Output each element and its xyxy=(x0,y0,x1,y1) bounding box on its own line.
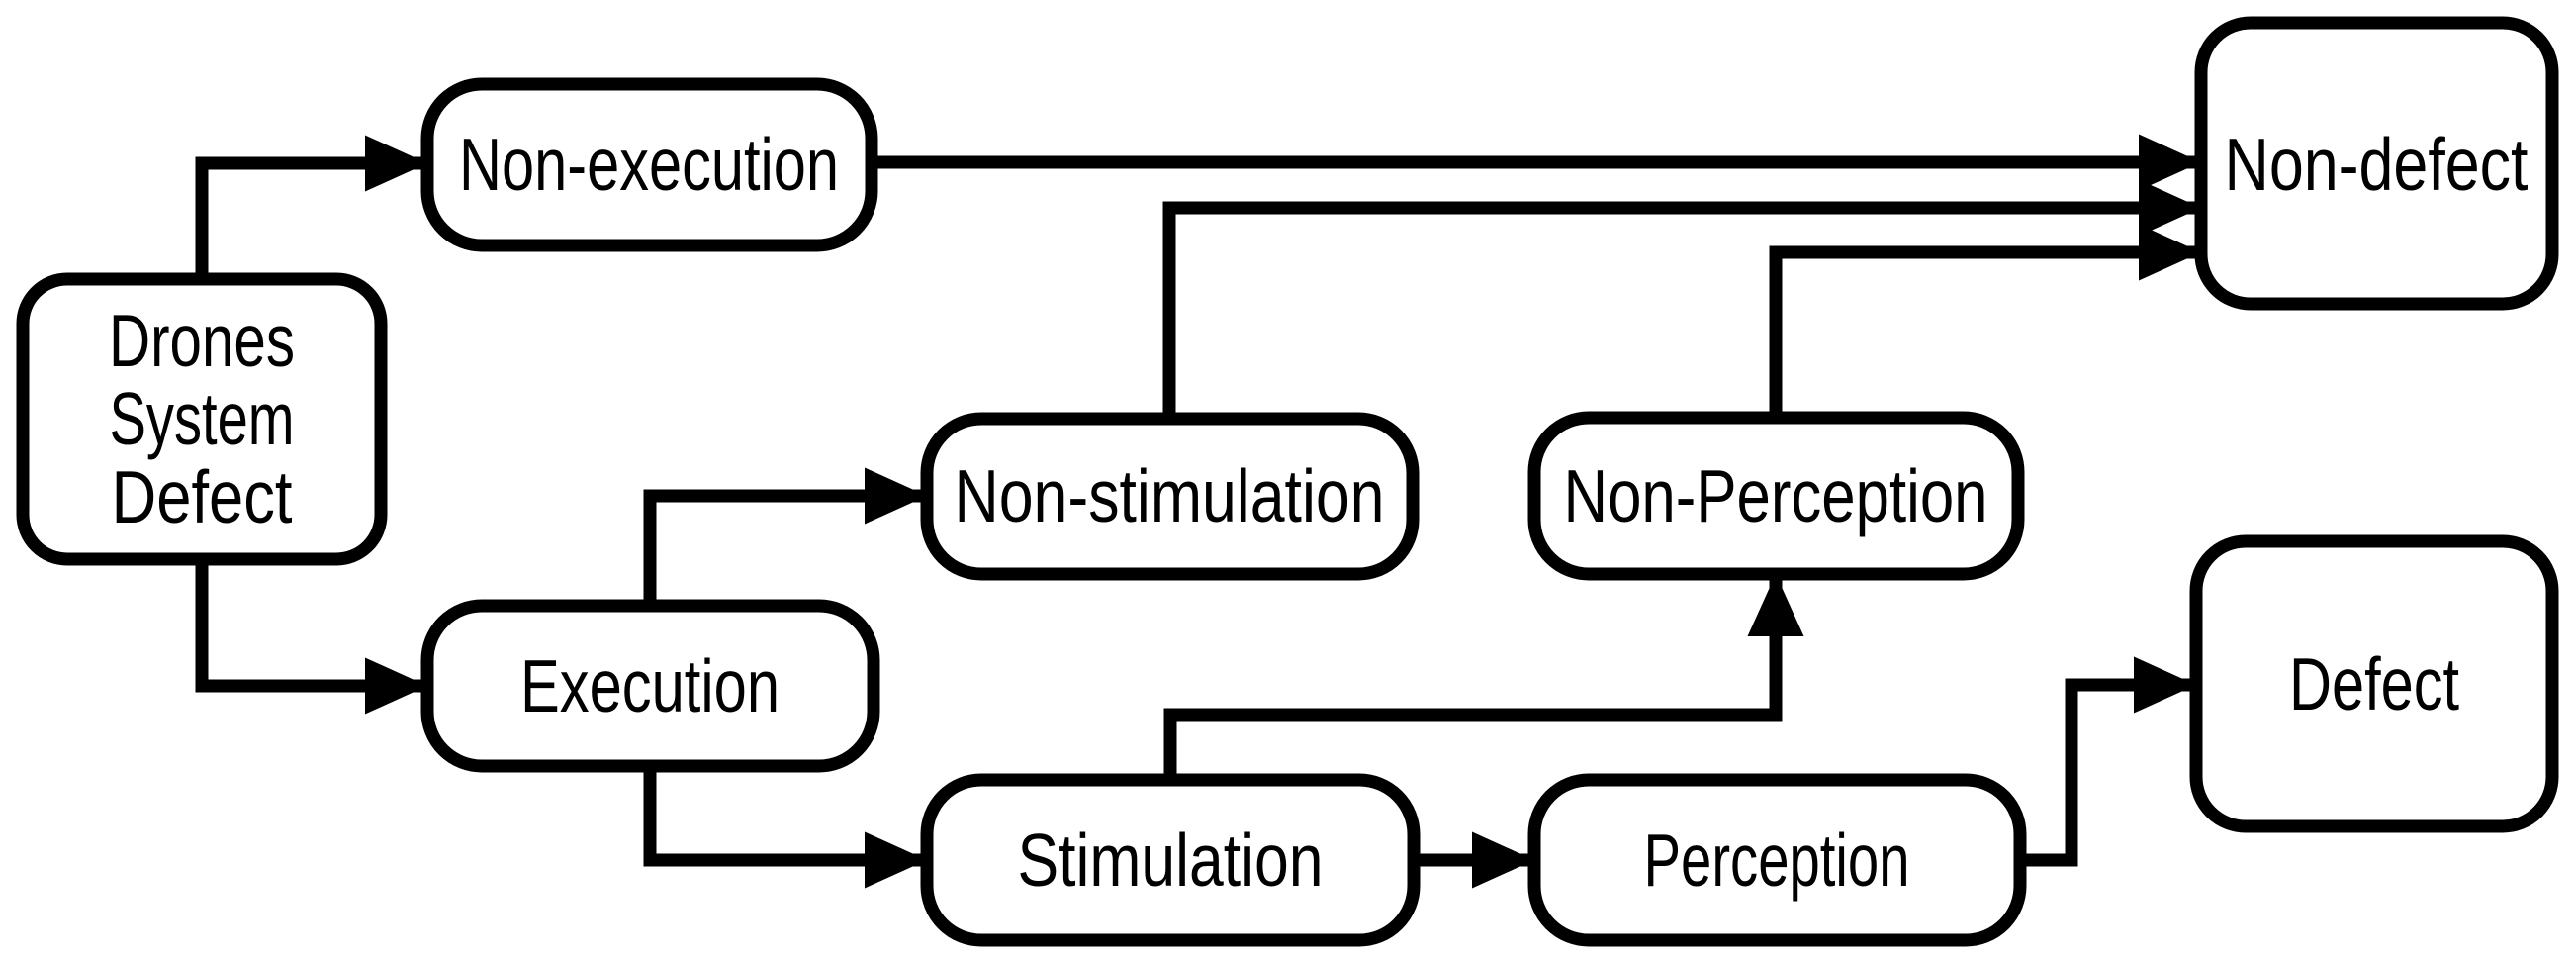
node-stimulation: Stimulation xyxy=(920,773,1421,947)
edge-non-stimulation-to-non-defect xyxy=(1162,179,2201,419)
node-drones-system-defect-label-line3: Defect xyxy=(112,455,293,538)
node-drones-system-defect-label-line1: Drones xyxy=(109,299,295,382)
node-non-defect-label: Non-defect xyxy=(2225,123,2529,206)
node-execution: Execution xyxy=(420,599,880,773)
edge-non-perception-to-non-defect xyxy=(1769,224,2201,418)
node-stimulation-label: Stimulation xyxy=(1018,818,1324,902)
node-non-defect-box xyxy=(2194,16,2559,311)
node-non-perception-box xyxy=(1527,411,2025,581)
node-perception: Perception xyxy=(1527,773,2027,947)
node-non-stimulation-label: Non-stimulation xyxy=(955,454,1385,537)
node-non-execution-box xyxy=(420,77,878,252)
node-execution-box xyxy=(420,599,880,773)
node-non-stimulation: Non-stimulation xyxy=(920,412,1420,581)
edge-perception-to-defect xyxy=(2020,656,2196,867)
node-non-execution: Non-execution xyxy=(420,77,878,252)
node-drones-system-defect-box xyxy=(16,272,388,566)
node-non-execution-label: Non-execution xyxy=(459,123,839,206)
edge-drones-to-non-execution xyxy=(195,135,427,279)
node-non-perception: Non-Perception xyxy=(1527,411,2025,581)
edge-execution-to-stimulation xyxy=(643,766,927,889)
node-execution-label: Execution xyxy=(520,644,780,727)
edge-execution-to-non-stimulation xyxy=(643,467,927,606)
node-defect-box xyxy=(2189,534,2559,833)
node-perception-box xyxy=(1527,773,2027,947)
node-non-perception-label: Non-Perception xyxy=(1564,454,1988,537)
node-drones-system-defect-label-line2: System xyxy=(110,377,295,460)
node-perception-label: Perception xyxy=(1644,818,1910,902)
node-drones-system-defect: Drones System Defect xyxy=(16,272,388,566)
node-defect-label: Defect xyxy=(2289,642,2459,725)
node-non-stimulation-box xyxy=(920,412,1420,581)
node-defect: Defect xyxy=(2189,534,2559,833)
node-stimulation-box xyxy=(920,773,1421,947)
edge-stimulation-to-non-perception xyxy=(1163,574,1804,780)
edge-drones-to-execution xyxy=(195,559,427,715)
node-non-defect: Non-defect xyxy=(2194,16,2559,311)
